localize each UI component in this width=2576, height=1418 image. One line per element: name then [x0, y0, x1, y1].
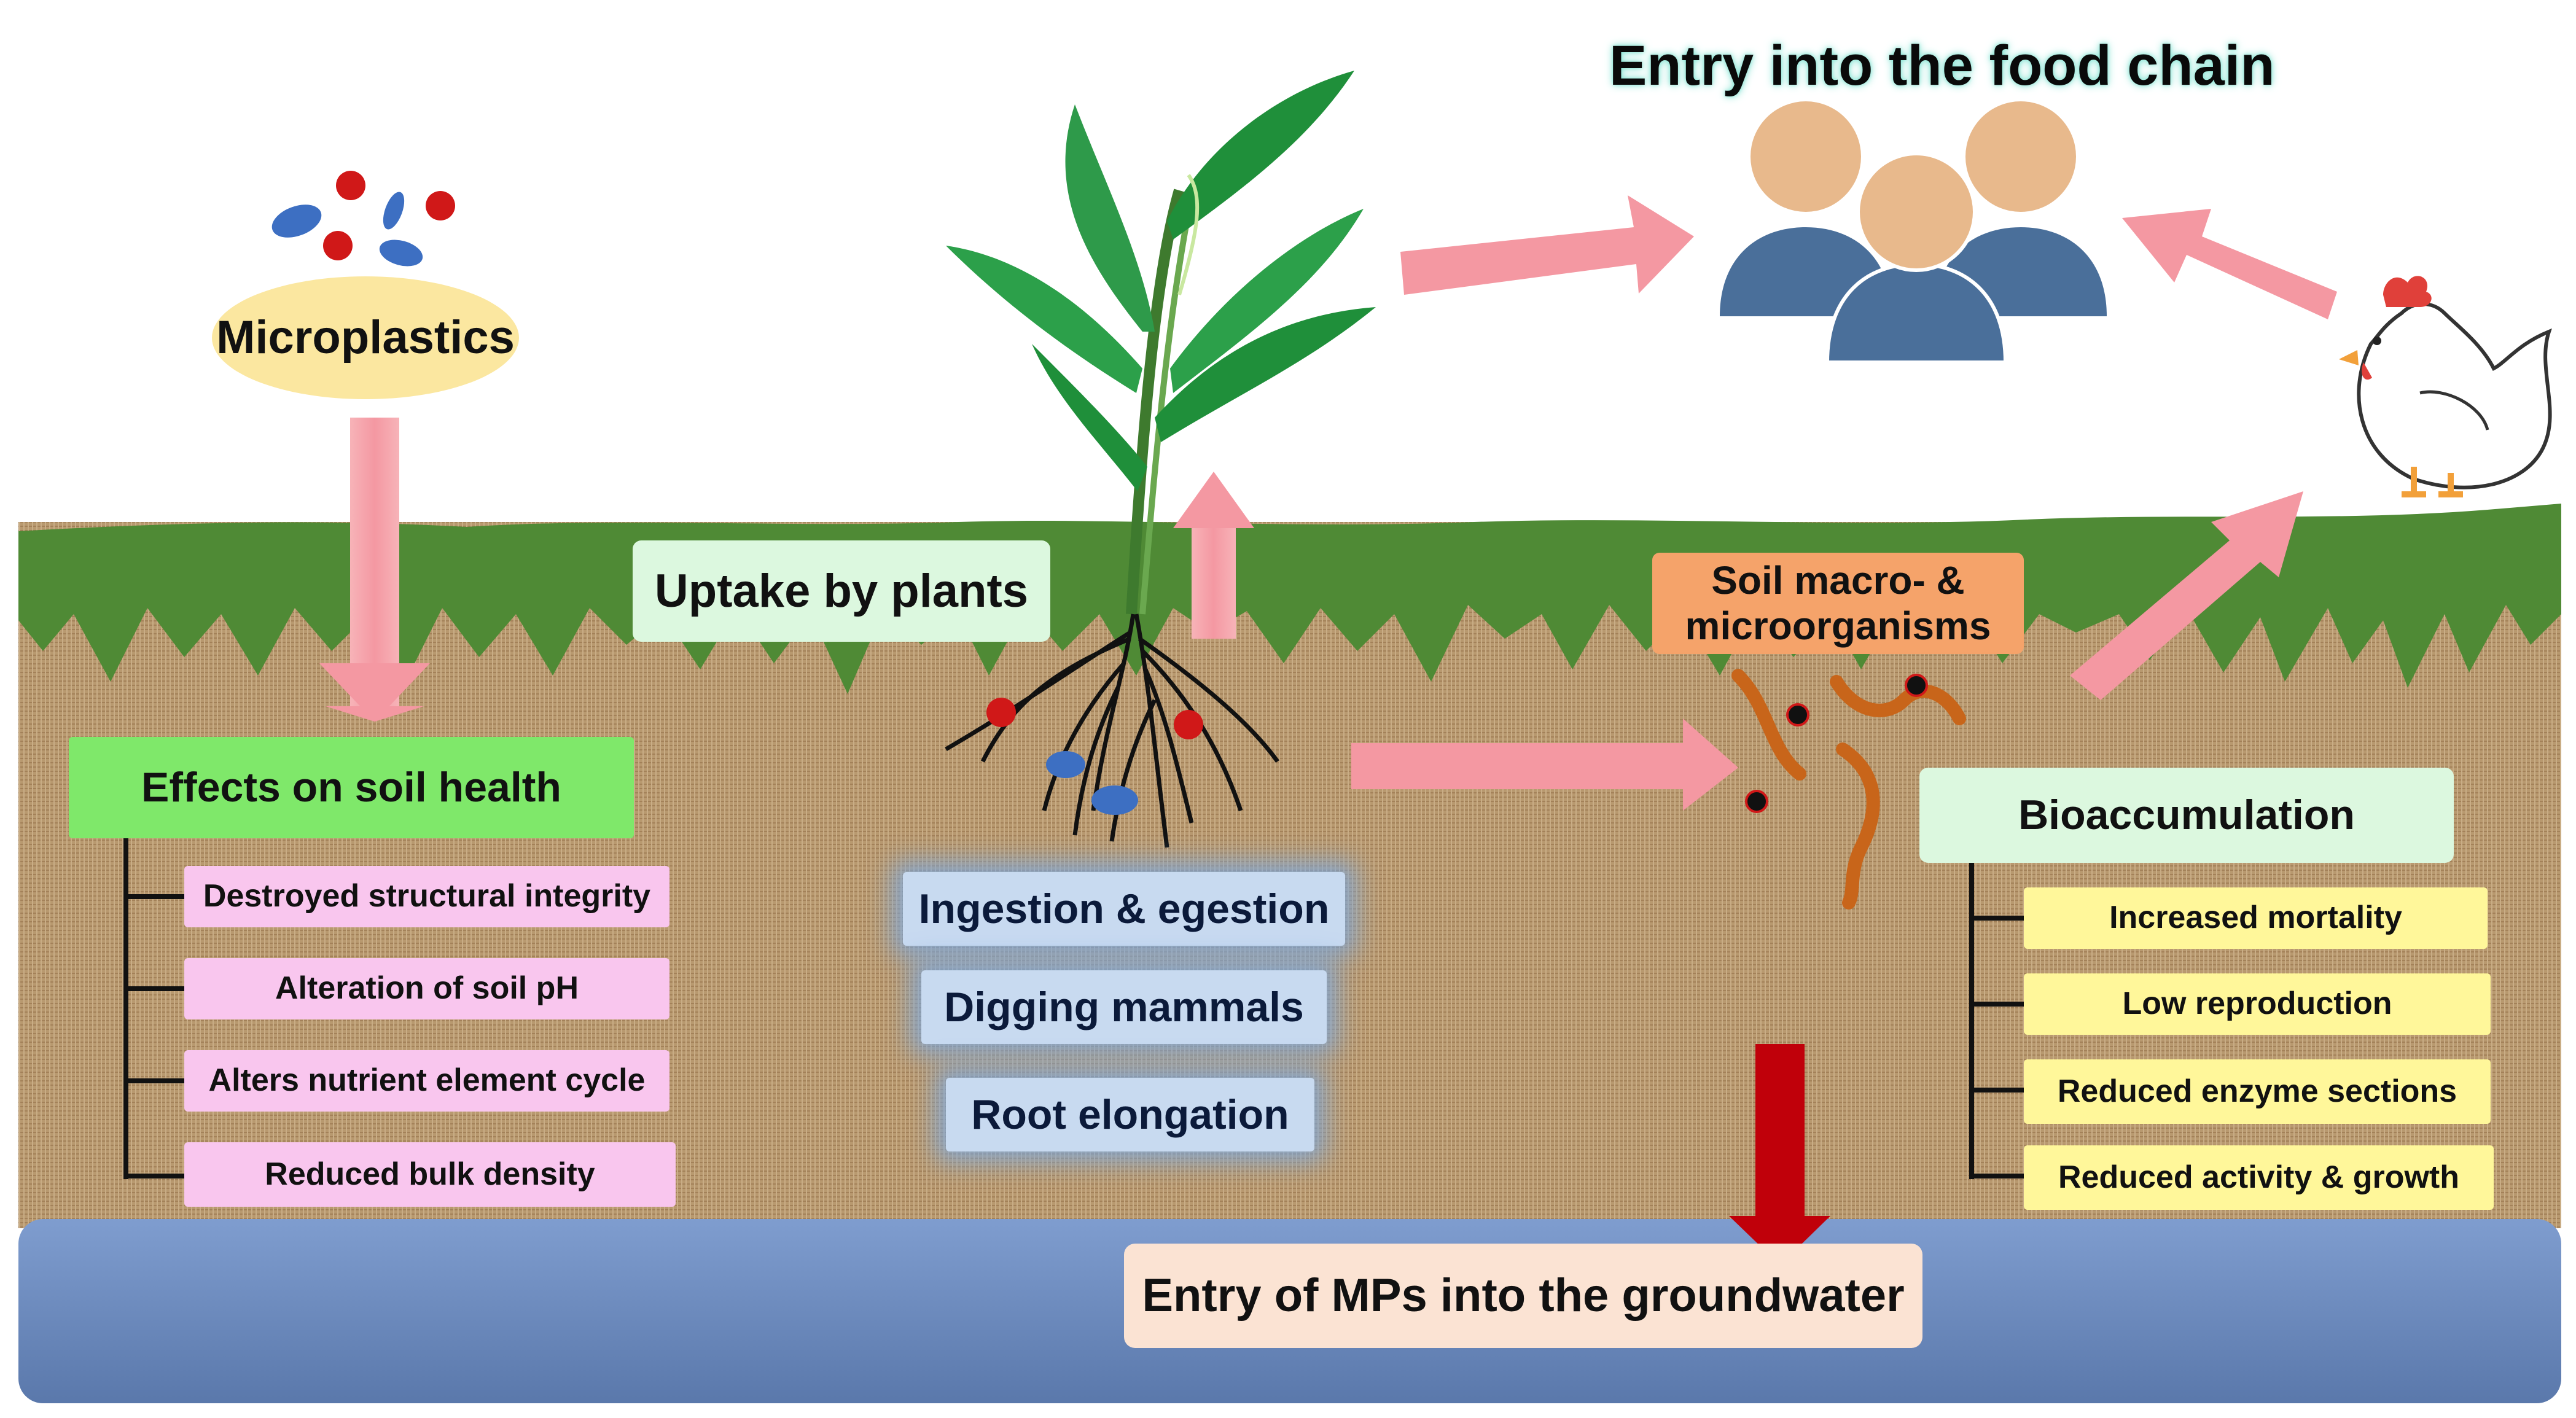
process-ingestion: Ingestion & egestion	[903, 872, 1345, 946]
arrow-chicken-to-foodchain	[2122, 209, 2337, 319]
soil-health-item: Alteration of soil pH	[184, 958, 669, 1019]
bioaccumulation-item: Reduced enzyme sections	[2024, 1059, 2491, 1124]
plant-icon	[945, 71, 1376, 848]
arrow-soil-to-organisms	[1351, 719, 1738, 811]
uptake-by-plants-label: Uptake by plants	[633, 540, 1050, 642]
arrow-to-groundwater	[1729, 1044, 1830, 1265]
process-digging: Digging mammals	[921, 970, 1327, 1044]
groundwater-label: Entry of MPs into the groundwater	[1124, 1244, 1922, 1348]
arrow-bioaccumulation-to-chicken	[2070, 491, 2303, 700]
soil-organisms-label: Soil macro- & microorganisms	[1652, 553, 2024, 654]
arrow-microplastics-to-soil	[319, 418, 430, 722]
soil-health-item: Destroyed structural integrity	[184, 866, 669, 927]
arrow-uptake-up	[1173, 472, 1254, 639]
bioaccumulation-heading: Bioaccumulation	[1919, 768, 2454, 863]
soil-health-heading: Effects on soil health	[69, 737, 634, 838]
soil-health-item: Alters nutrient element cycle	[184, 1050, 669, 1112]
microplastic-particles-icon	[271, 171, 455, 267]
bioaccumulation-bracket	[1969, 860, 2027, 1179]
people-group-icon	[1720, 101, 2107, 364]
food-chain-title: Entry into the food chain	[1609, 34, 2275, 97]
microplastics-label: Microplastics	[212, 276, 519, 399]
bioaccumulation-item: Reduced activity & growth	[2024, 1145, 2494, 1210]
soil-health-item: Reduced bulk density	[184, 1142, 676, 1207]
chicken-icon	[2339, 276, 2552, 497]
soil-health-bracket	[123, 838, 184, 1179]
soil-particles	[1745, 674, 1928, 813]
bioaccumulation-item: Increased mortality	[2024, 887, 2488, 949]
earthworms-icon	[1731, 669, 1966, 910]
arrow-plant-to-foodchain	[1400, 195, 1694, 295]
bioaccumulation-item: Low reproduction	[2024, 973, 2491, 1035]
process-root-elongation: Root elongation	[946, 1078, 1314, 1151]
